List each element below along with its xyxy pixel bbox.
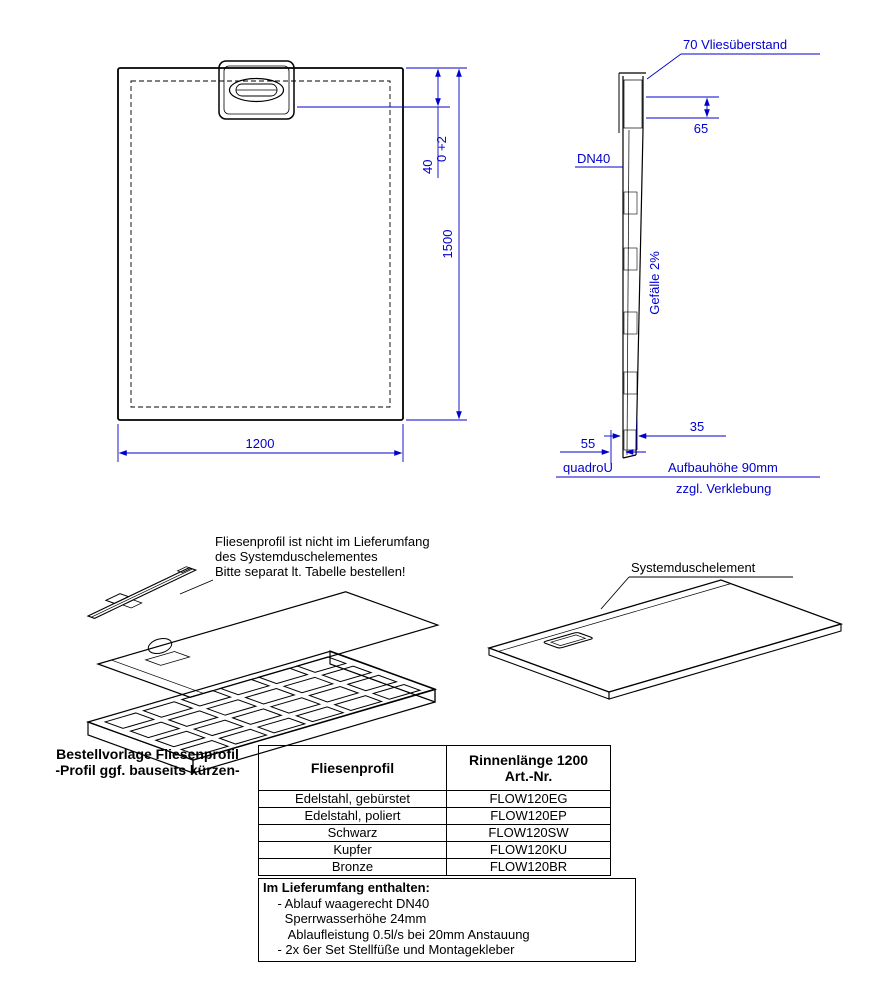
cell-artnr: FLOW120EP	[446, 807, 611, 825]
membrane-sheet	[98, 592, 438, 698]
drain-housing	[218, 60, 295, 120]
cell-material: Edelstahl, gebürstet	[258, 790, 447, 808]
exploded-view: Fliesenprofil ist nicht im Lieferumfang …	[80, 534, 438, 774]
stud-grid	[105, 657, 420, 755]
base-left-face	[87, 721, 194, 774]
drain-cover	[228, 77, 285, 103]
lieferumfang-box: Im Lieferumfang enthalten: - Ablauf waag…	[258, 878, 636, 962]
dim-40-tol-plus: +2	[434, 136, 449, 151]
cell-material: Kupfer	[258, 841, 447, 859]
order-note: Bestellvorlage Fliesenprofil -Profil ggf…	[30, 746, 265, 778]
system-label-leader	[600, 576, 630, 610]
dim-1500: 1500	[440, 230, 455, 259]
note-line2: des Systemduschelementes	[215, 549, 378, 564]
col-header-artnr-line1: Rinnenlänge 1200	[468, 752, 589, 768]
table-row: Edelstahl, poliert FLOW120EP	[258, 807, 611, 825]
label-aufbauhoehe: Aufbauhöhe 90mm	[668, 460, 778, 475]
label-gefaelle: Gefälle 2%	[647, 251, 662, 315]
note-line1: Fliesenprofil ist nicht im Lieferumfang	[215, 534, 430, 549]
cell-material: Edelstahl, poliert	[258, 807, 447, 825]
base-right-face	[329, 650, 436, 703]
label-vliesueberstand: 70 Vliesüberstand	[683, 37, 787, 52]
cell-material: Bronze	[258, 858, 447, 876]
order-note-line1: Bestellvorlage Fliesenprofil	[56, 746, 239, 762]
system-panel-left	[488, 647, 610, 700]
plan-dimensions: 1500 40 +2 0 1200	[117, 67, 467, 462]
cell-material: Schwarz	[258, 824, 447, 842]
inner-dashed-outline	[130, 80, 391, 408]
label-verklebung: zzgl. Verklebung	[676, 481, 771, 496]
section-annotations: 70 Vliesüberstand 65 DN40 Gefälle 2% 35 …	[556, 37, 820, 496]
plan-view	[117, 60, 404, 421]
system-drain	[542, 632, 593, 648]
note-line3: Bitte separat lt. Tabelle bestellen!	[215, 564, 406, 579]
lieferumfang-item: Ablaufleistung 0.5l/s bei 20mm Anstauung	[263, 926, 530, 942]
dim-65: 65	[694, 121, 708, 136]
order-note-line2: -Profil ggf. bauseits kürzen-	[55, 762, 240, 778]
dim-55: 55	[581, 436, 595, 451]
label-systemduschelement: Systemduschelement	[631, 560, 756, 575]
section-view	[618, 72, 646, 459]
col-header-fliesenprofil: Fliesenprofil	[258, 745, 447, 791]
dim-40-tol-zero: 0	[434, 155, 449, 162]
col-header-artnr-line2: Art.-Nr.	[504, 768, 553, 784]
table-row: Kupfer FLOW120KU	[258, 841, 611, 859]
dim-40-tolerance: 40 +2 0	[420, 136, 449, 174]
lieferumfang-item: - 2x 6er Set Stellfüße und Montagekleber	[263, 942, 515, 957]
lieferumfang-item: Sperrwasserhöhe 24mm	[263, 911, 427, 926]
table-header-row: Fliesenprofil Rinnenlänge 1200 Art.-Nr.	[258, 745, 611, 791]
note-leader-line	[179, 579, 214, 595]
cell-artnr: FLOW120SW	[446, 824, 611, 842]
foam-base	[88, 651, 435, 760]
lieferumfang-item: - Ablauf waagerecht DN40	[263, 895, 430, 911]
lieferumfang-title: Im Lieferumfang enthalten:	[263, 880, 430, 895]
shower-element-outline	[117, 67, 404, 421]
cell-artnr: FLOW120KU	[446, 841, 611, 859]
dim-1200: 1200	[246, 436, 275, 451]
fliesenprofil-table: Fliesenprofil Rinnenlänge 1200 Art.-Nr. …	[258, 745, 611, 876]
label-quadrou: quadroU	[563, 460, 613, 475]
table-row: Bronze FLOW120BR	[258, 858, 611, 876]
dim-40: 40	[420, 160, 435, 174]
system-panel-details	[498, 584, 753, 660]
system-element-view: Systemduschelement	[486, 560, 844, 700]
table-row: Edelstahl, gebürstet FLOW120EG	[258, 790, 611, 808]
dim-35: 35	[690, 419, 704, 434]
cell-artnr: FLOW120EG	[446, 790, 611, 808]
tile-profile-bar	[80, 565, 205, 622]
label-dn40: DN40	[577, 151, 610, 166]
system-panel-front	[608, 623, 842, 700]
col-header-artnr: Rinnenlänge 1200 Art.-Nr.	[446, 745, 611, 791]
table-row: Schwarz FLOW120SW	[258, 824, 611, 842]
drain-flange-hatch	[623, 79, 643, 129]
membrane-drain-cutout	[146, 652, 190, 666]
profile-clamp	[106, 594, 129, 604]
membrane-notch	[147, 638, 173, 654]
cell-artnr: FLOW120BR	[446, 858, 611, 876]
